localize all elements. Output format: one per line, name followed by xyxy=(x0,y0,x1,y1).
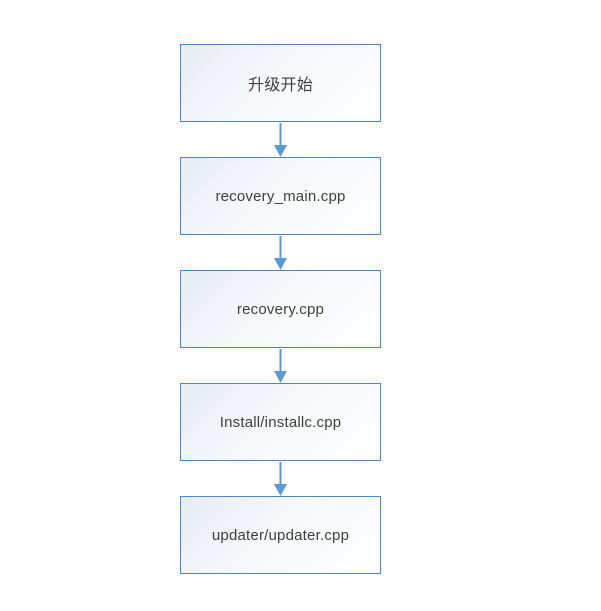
flow-node-label: 升级开始 xyxy=(248,77,313,94)
flow-node-label: recovery.cpp xyxy=(236,300,325,318)
down-arrow-icon xyxy=(272,236,289,270)
flow-node-recovery-main: recovery_main.cpp xyxy=(180,157,381,235)
flow-node-label: updater/updater.cpp xyxy=(211,526,350,544)
flow-node-recovery: recovery.cpp xyxy=(180,270,381,348)
flow-node-install: Install/installc.cpp xyxy=(180,383,381,461)
flow-node-label: Install/installc.cpp xyxy=(219,413,342,431)
down-arrow-icon xyxy=(272,123,289,157)
flow-node-updater: updater/updater.cpp xyxy=(180,496,381,574)
flow-node-label: recovery_main.cpp xyxy=(215,187,346,205)
down-arrow-icon xyxy=(272,349,289,383)
flow-node-upgrade-start: 升级开始 xyxy=(180,44,381,122)
down-arrow-icon xyxy=(272,462,289,496)
